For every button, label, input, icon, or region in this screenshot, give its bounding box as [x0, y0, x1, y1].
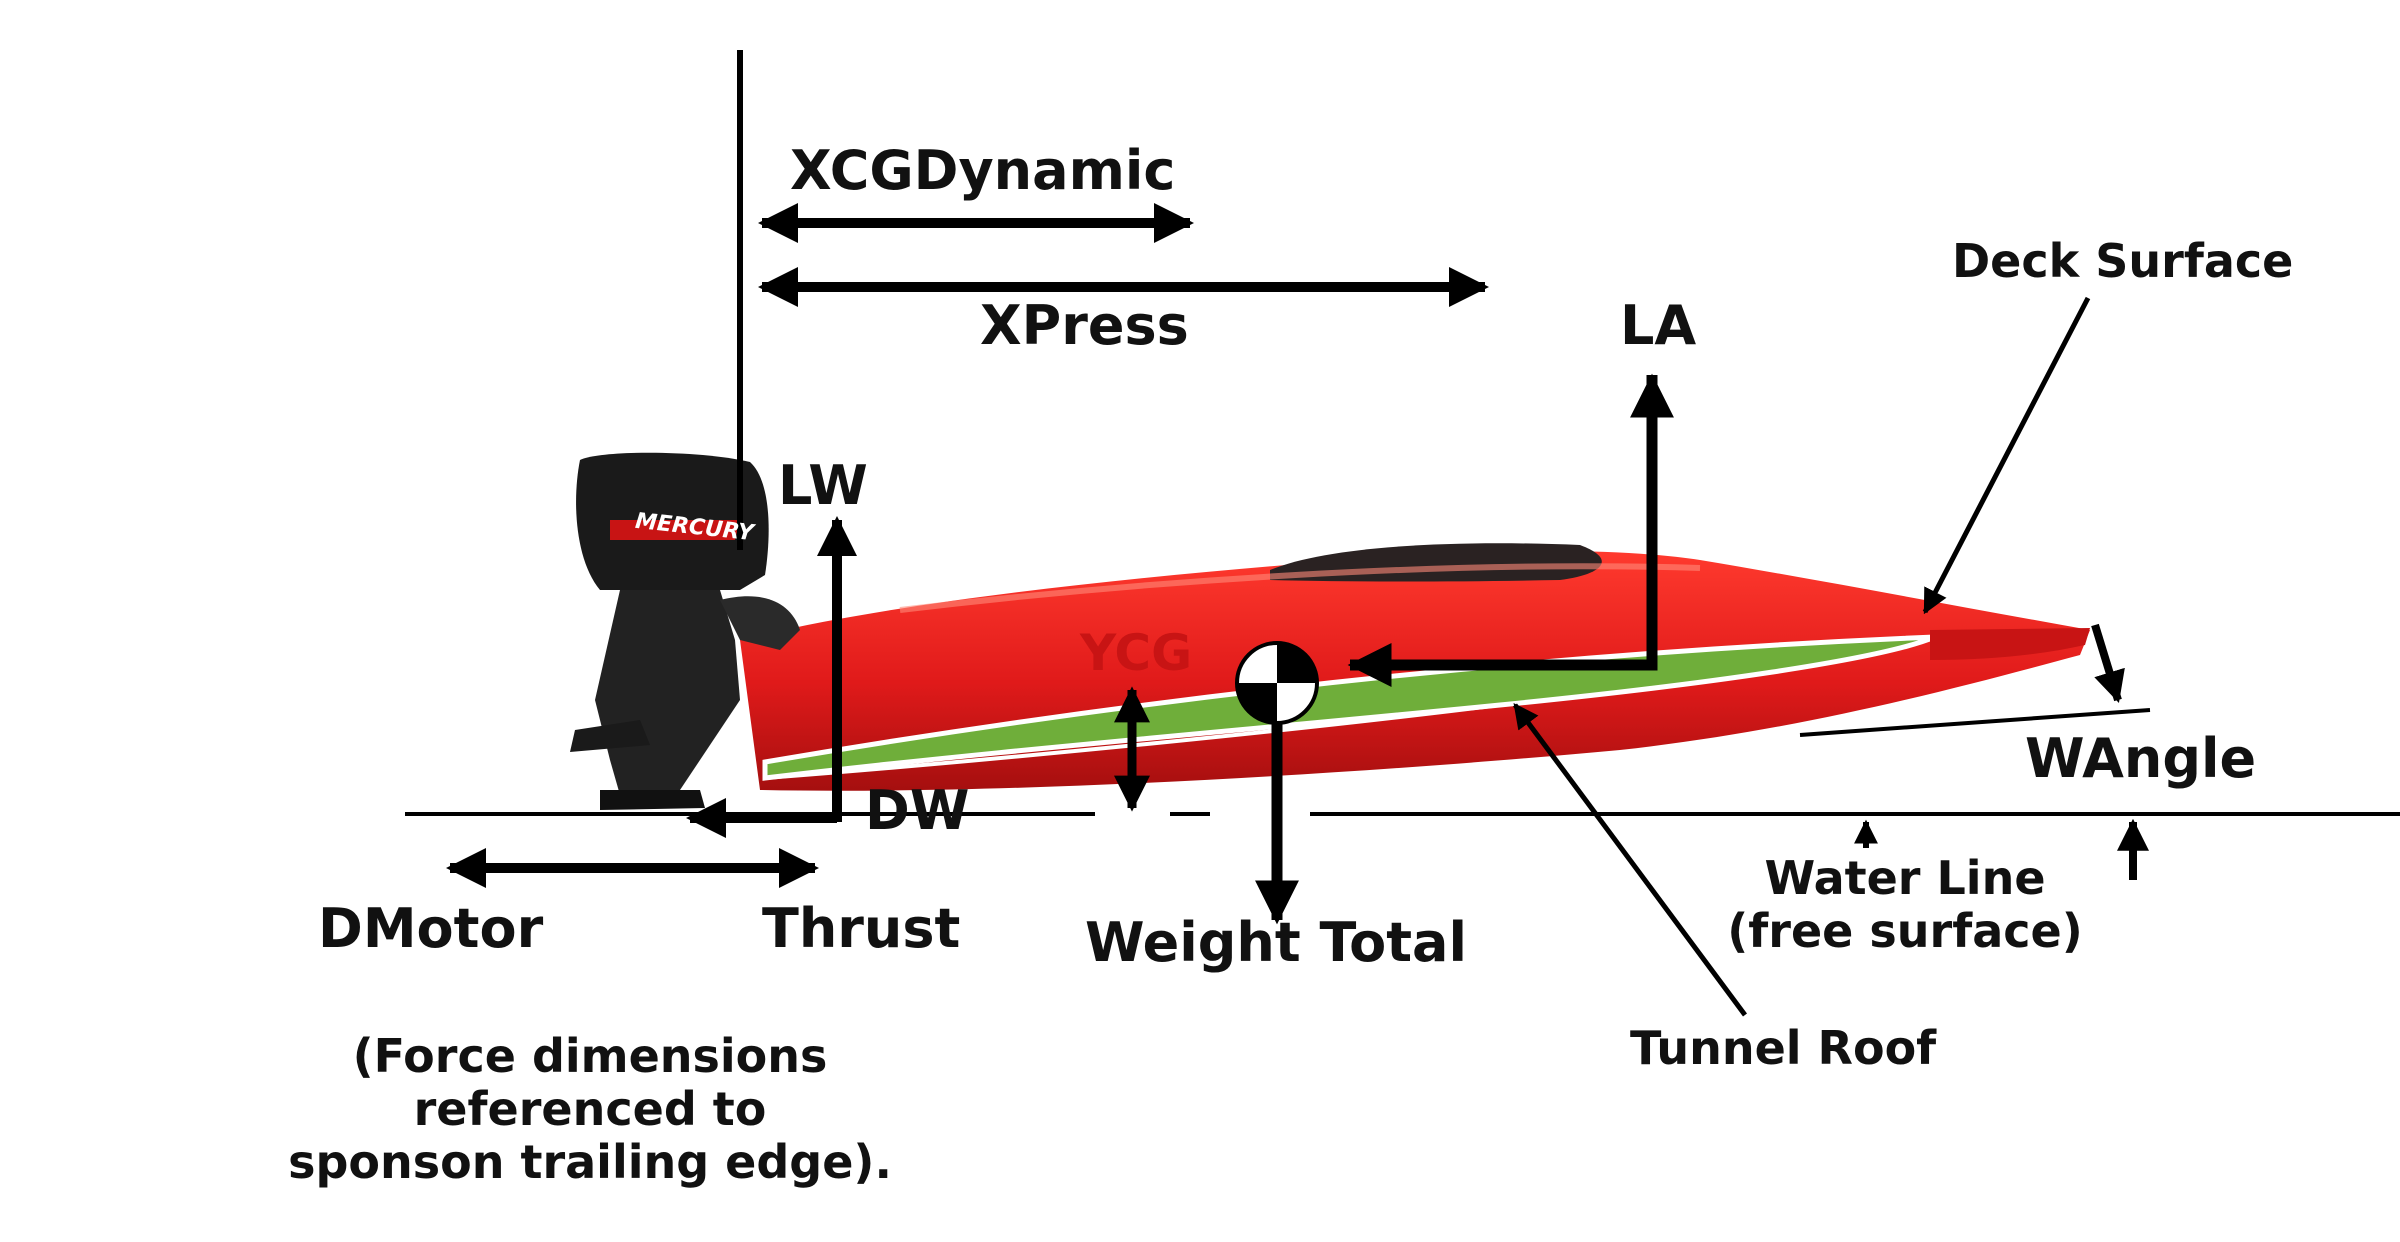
wangle-line [1799, 708, 2151, 737]
weight-total-label: Weight Total [1085, 911, 1468, 974]
outboard-motor-icon [570, 452, 800, 810]
lw-label: LW [778, 454, 868, 517]
boat-hull [740, 543, 2090, 791]
water-line-label-line-2: (free surface) [1727, 903, 2083, 958]
note-line-2: referenced to [413, 1081, 767, 1136]
wangle-label: WAngle [2025, 727, 2257, 790]
ycg-label: YCG [1080, 624, 1193, 682]
force-dimensions-note: (Force dimensions referenced to sponson … [288, 1029, 892, 1189]
tunnel-roof-leader [1512, 702, 1748, 1017]
thrust-label: Thrust [762, 897, 961, 960]
deck-surface-label: Deck Surface [1952, 234, 2294, 288]
note-line-1: (Force dimensions [352, 1029, 828, 1083]
la-arrow [1350, 375, 1658, 671]
water-line-label: Water Line (free surface) [1725, 852, 2085, 958]
xcg-dynamic-label: XCGDynamic [790, 139, 1176, 202]
center-of-gravity-icon [1235, 641, 1319, 725]
water-line-label-line-1: Water Line [1764, 851, 2046, 905]
dmotor-label: DMotor [318, 897, 544, 960]
la-label: LA [1620, 294, 1697, 357]
note-line-3: sponson trailing edge). [288, 1134, 892, 1189]
deck-surface-leader [1922, 296, 2091, 615]
dw-label: DW [865, 779, 970, 842]
tunnel-roof-label: Tunnel Roof [1630, 1021, 1937, 1075]
xpress-label: XPress [980, 294, 1189, 357]
wangle-arrow-top [2091, 623, 2125, 704]
